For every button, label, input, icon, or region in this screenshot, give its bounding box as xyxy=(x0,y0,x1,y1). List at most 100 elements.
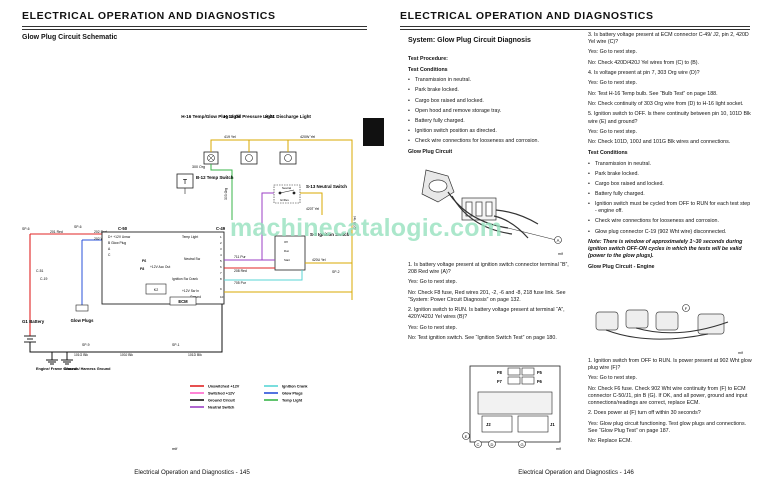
svg-text:420R Yel: 420R Yel xyxy=(353,216,357,230)
glow-plug-schematic: H-16 Temp/Glow Plug Light H-18 Oil Press… xyxy=(22,114,357,451)
diagnosis-title: System: Glow Plug Circuit Diagnosis xyxy=(408,37,531,44)
left-page: ELECTRICAL OPERATION AND DIAGNOSTICS Glo… xyxy=(22,10,384,476)
svg-text:Start: Start xyxy=(284,258,290,262)
svg-text:420U Yel: 420U Yel xyxy=(312,258,326,262)
legend-label: Neutral Switch xyxy=(208,405,235,409)
svg-text:Glow Plugs: Glow Plugs xyxy=(71,318,94,323)
svg-text:G1 Battery: G1 Battery xyxy=(22,319,45,324)
svg-text:C-49: C-49 xyxy=(216,226,226,231)
svg-text:101G Blk: 101G Blk xyxy=(74,353,88,357)
ground-symbols: Engine/ Frame Ground Chassis/ Harness Gr… xyxy=(36,352,111,371)
svg-text:SP-2: SP-2 xyxy=(332,270,340,274)
svg-text:F7: F7 xyxy=(497,379,503,384)
engine-circuit-heading: Glow Plug Circuit - Engine xyxy=(588,264,655,271)
svg-text:420W Yel: 420W Yel xyxy=(300,135,315,139)
legend-label: Ground Circuit xyxy=(208,398,236,402)
h16-label: H-16 Temp/Glow Plug Light xyxy=(181,114,241,119)
svg-text:300 Org: 300 Org xyxy=(192,165,205,169)
s13-neutral-switch: Neutral Gr/Rev S-13 Neutral Switch xyxy=(273,184,347,204)
svg-text:S-13 Neutral Switch: S-13 Neutral Switch xyxy=(306,184,347,189)
right-footer: Electrical Operation and Diagnostics - 1… xyxy=(518,469,634,476)
left-header: ELECTRICAL OPERATION AND DIAGNOSTICS xyxy=(22,10,276,22)
svg-text:705 Pur: 705 Pur xyxy=(234,281,247,285)
svg-text:3: 3 xyxy=(220,247,222,251)
svg-text:10: 10 xyxy=(220,295,224,299)
svg-text:419 Yel: 419 Yel xyxy=(224,135,236,139)
svg-text:SP-1: SP-1 xyxy=(172,343,180,347)
svg-text:Gr/Rev: Gr/Rev xyxy=(280,198,289,202)
battery-symbol: G1 Battery xyxy=(22,319,52,353)
right-header: ELECTRICAL OPERATION AND DIAGNOSTICS xyxy=(400,10,654,22)
test-conditions-heading: Test Conditions xyxy=(408,67,448,74)
svg-text:6: 6 xyxy=(220,265,222,269)
right-page: ELECTRICAL OPERATION AND DIAGNOSTICS Sys… xyxy=(384,0,768,497)
h18-label: H-18 Oil Pressure Light xyxy=(224,114,275,119)
svg-text:1: 1 xyxy=(220,235,222,239)
svg-text:mif: mif xyxy=(556,447,561,451)
svg-text:208 Red: 208 Red xyxy=(234,269,247,273)
svg-text:Temp Light: Temp Light xyxy=(182,235,198,239)
test-procedure-heading: Test Procedure: xyxy=(408,56,448,62)
svg-text:9: 9 xyxy=(220,287,222,291)
ecm-connector-figure: F8 F5 F7 F6 J2 J1 E C D G mif xyxy=(462,365,561,451)
svg-text:K2: K2 xyxy=(154,288,158,292)
svg-text:201 Red: 201 Red xyxy=(50,230,63,234)
svg-text:T: T xyxy=(183,179,188,186)
svg-text:F5: F5 xyxy=(537,370,543,375)
svg-text:E: E xyxy=(465,434,468,439)
svg-text:B-12 Temp Switch: B-12 Temp Switch xyxy=(196,175,234,180)
svg-text:Neutral Sw: Neutral Sw xyxy=(184,257,201,261)
ecm-module: D+ +12V Unsw B Glow Plug A C Temp Light … xyxy=(101,231,225,306)
diagnosis-left-steps: 1. Is battery voltage present at ignitio… xyxy=(408,262,569,342)
svg-text:Chassis/ Harness Ground: Chassis/ Harness Ground xyxy=(64,367,111,371)
legend-label: Switched +12V xyxy=(208,391,235,395)
svg-text:4: 4 xyxy=(220,253,222,257)
diagnosis-right-column: 3. Is battery voltage present at ECM con… xyxy=(588,32,752,274)
watermark: machinecatalogic.com xyxy=(230,214,503,242)
diagnosis-left-column: Test Procedure: Test Conditions Transmis… xyxy=(408,52,573,159)
h31-label: H-31 Discharge Light xyxy=(265,114,311,119)
header-rule xyxy=(22,26,367,27)
svg-text:+12V Sw In: +12V Sw In xyxy=(182,289,199,293)
svg-text:F8: F8 xyxy=(140,267,144,271)
svg-text:2: 2 xyxy=(220,241,222,245)
svg-text:A: A xyxy=(108,247,111,251)
svg-text:F6: F6 xyxy=(142,259,146,263)
s3-ignition-switch: Off Run Start S-3 Ignition Switch xyxy=(274,232,350,271)
svg-text:5: 5 xyxy=(220,259,222,263)
legend-label: Glow Plugs xyxy=(282,391,303,395)
svg-text:mif: mif xyxy=(558,252,563,256)
indicator-h31: H-31 Discharge Light xyxy=(265,114,311,165)
svg-text:J2: J2 xyxy=(486,422,491,427)
legend-label: Ignition Crank xyxy=(282,384,308,388)
svg-text:303 Org: 303 Org xyxy=(224,188,228,200)
svg-text:F: F xyxy=(685,306,688,311)
svg-text:202 Red: 202 Red xyxy=(94,230,107,234)
svg-text:D+ +12V Unsw: D+ +12V Unsw xyxy=(108,235,131,239)
svg-text:S-3 Ignition Switch: S-3 Ignition Switch xyxy=(310,232,350,237)
svg-text:A: A xyxy=(557,238,560,243)
svg-text:J1: J1 xyxy=(550,422,555,427)
header-rule-2 xyxy=(400,29,750,30)
header-rule xyxy=(400,26,750,27)
glow-plugs-symbol: Glow Plugs xyxy=(71,300,94,323)
svg-text:G: G xyxy=(520,442,523,447)
svg-text:100J Blk: 100J Blk xyxy=(120,353,133,357)
svg-text:C: C xyxy=(108,253,111,257)
schematic-title: Glow Plug Circuit Schematic xyxy=(22,34,118,41)
legend-label: Unswitched +12V xyxy=(208,384,240,388)
header-rule-2 xyxy=(22,29,367,30)
indicator-h16: H-16 Temp/Glow Plug Light xyxy=(181,114,241,165)
glow-plug-circuit-heading: Glow Plug Circuit xyxy=(408,149,453,156)
svg-text:mif: mif xyxy=(738,351,743,355)
svg-text:F6: F6 xyxy=(537,379,543,384)
svg-text:202 Wht: 202 Wht xyxy=(94,237,107,241)
svg-text:C-50: C-50 xyxy=(118,226,128,231)
wire-color-legend: Unswitched +12V Switched +12V Ground Circu… xyxy=(190,384,308,409)
svg-text:101D Blk: 101D Blk xyxy=(188,353,202,357)
svg-text:711 Pur: 711 Pur xyxy=(234,255,246,259)
svg-text:C-19: C-19 xyxy=(40,277,47,281)
left-footer: Electrical Operation and Diagnostics - 1… xyxy=(134,469,250,476)
glow-plug-circuit-figure: A mif xyxy=(421,169,563,256)
svg-text:SP-9: SP-9 xyxy=(82,343,90,347)
